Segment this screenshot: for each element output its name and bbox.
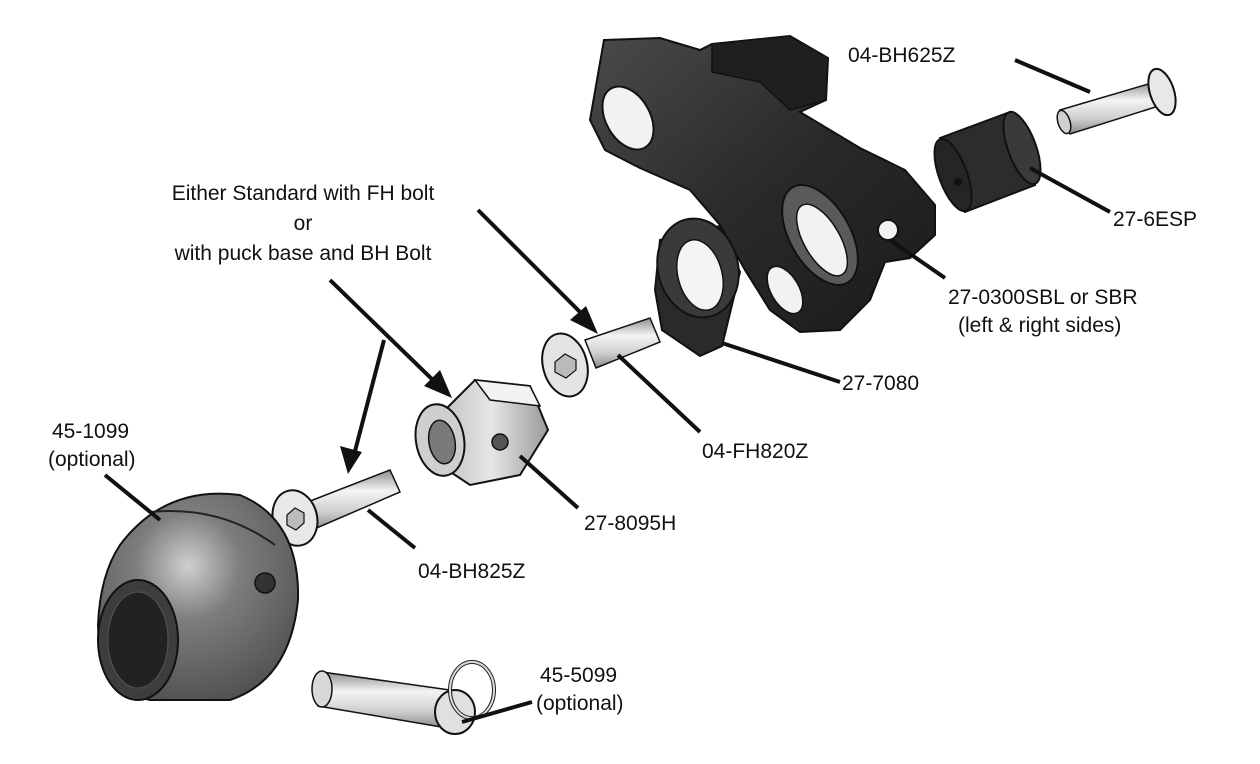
- label-27-8095h: 27-8095H: [584, 512, 677, 535]
- arrow-hex-puck: [328, 278, 440, 387]
- label-45-1099-optional: (optional): [48, 448, 136, 471]
- label-45-5099-optional: (optional): [536, 692, 624, 715]
- label-04-fh820z: 04-FH820Z: [702, 440, 809, 463]
- hex-puck-part: [414, 378, 550, 487]
- leader-bh825: [366, 508, 417, 550]
- label-27-7080: 27-7080: [842, 372, 920, 395]
- leader-8095: [518, 454, 580, 510]
- bracket-part: [588, 34, 936, 334]
- leader-esp: [1029, 166, 1111, 214]
- label-45-1099: 45-1099: [52, 420, 130, 443]
- label-04-bh825z: 04-BH825Z: [418, 560, 526, 583]
- lock-pin-part: [311, 660, 496, 735]
- leader-1099: [103, 473, 162, 522]
- label-left-right-sides: (left & right sides): [958, 314, 1122, 337]
- leader-sbl: [888, 238, 947, 280]
- leader-fh820: [616, 353, 702, 434]
- note-line-3: with puck base and BH Bolt: [174, 242, 432, 265]
- washer-part: [653, 217, 742, 358]
- label-04-bh625z: 04-BH625Z: [848, 44, 956, 67]
- pin-bh625-part: [1056, 67, 1177, 135]
- leader-7080: [721, 341, 841, 384]
- spacer-part: [933, 110, 1042, 214]
- note-line-2: or: [293, 212, 313, 235]
- arrow-bh-bolt: [352, 339, 386, 456]
- fh-bolt-part: [541, 317, 661, 398]
- leader-lines: [103, 58, 1111, 724]
- arrow-bh-bolt-head: [340, 446, 362, 474]
- dome-puck-part: [96, 492, 300, 701]
- note-line-1: Either Standard with FH bolt: [171, 182, 435, 205]
- arrow-fh-bolt-head: [570, 306, 598, 334]
- bh-bolt-part: [271, 469, 401, 547]
- label-45-5099: 45-5099: [540, 664, 618, 687]
- note-arrows: [328, 208, 598, 474]
- arrow-fh-bolt: [476, 208, 590, 322]
- arrow-hex-puck-head: [424, 370, 452, 398]
- label-27-6esp: 27-6ESP: [1113, 208, 1198, 231]
- leader-5099: [461, 700, 533, 724]
- label-27-0300sbl: 27-0300SBL or SBR: [948, 286, 1138, 309]
- leader-bh625: [1014, 58, 1091, 94]
